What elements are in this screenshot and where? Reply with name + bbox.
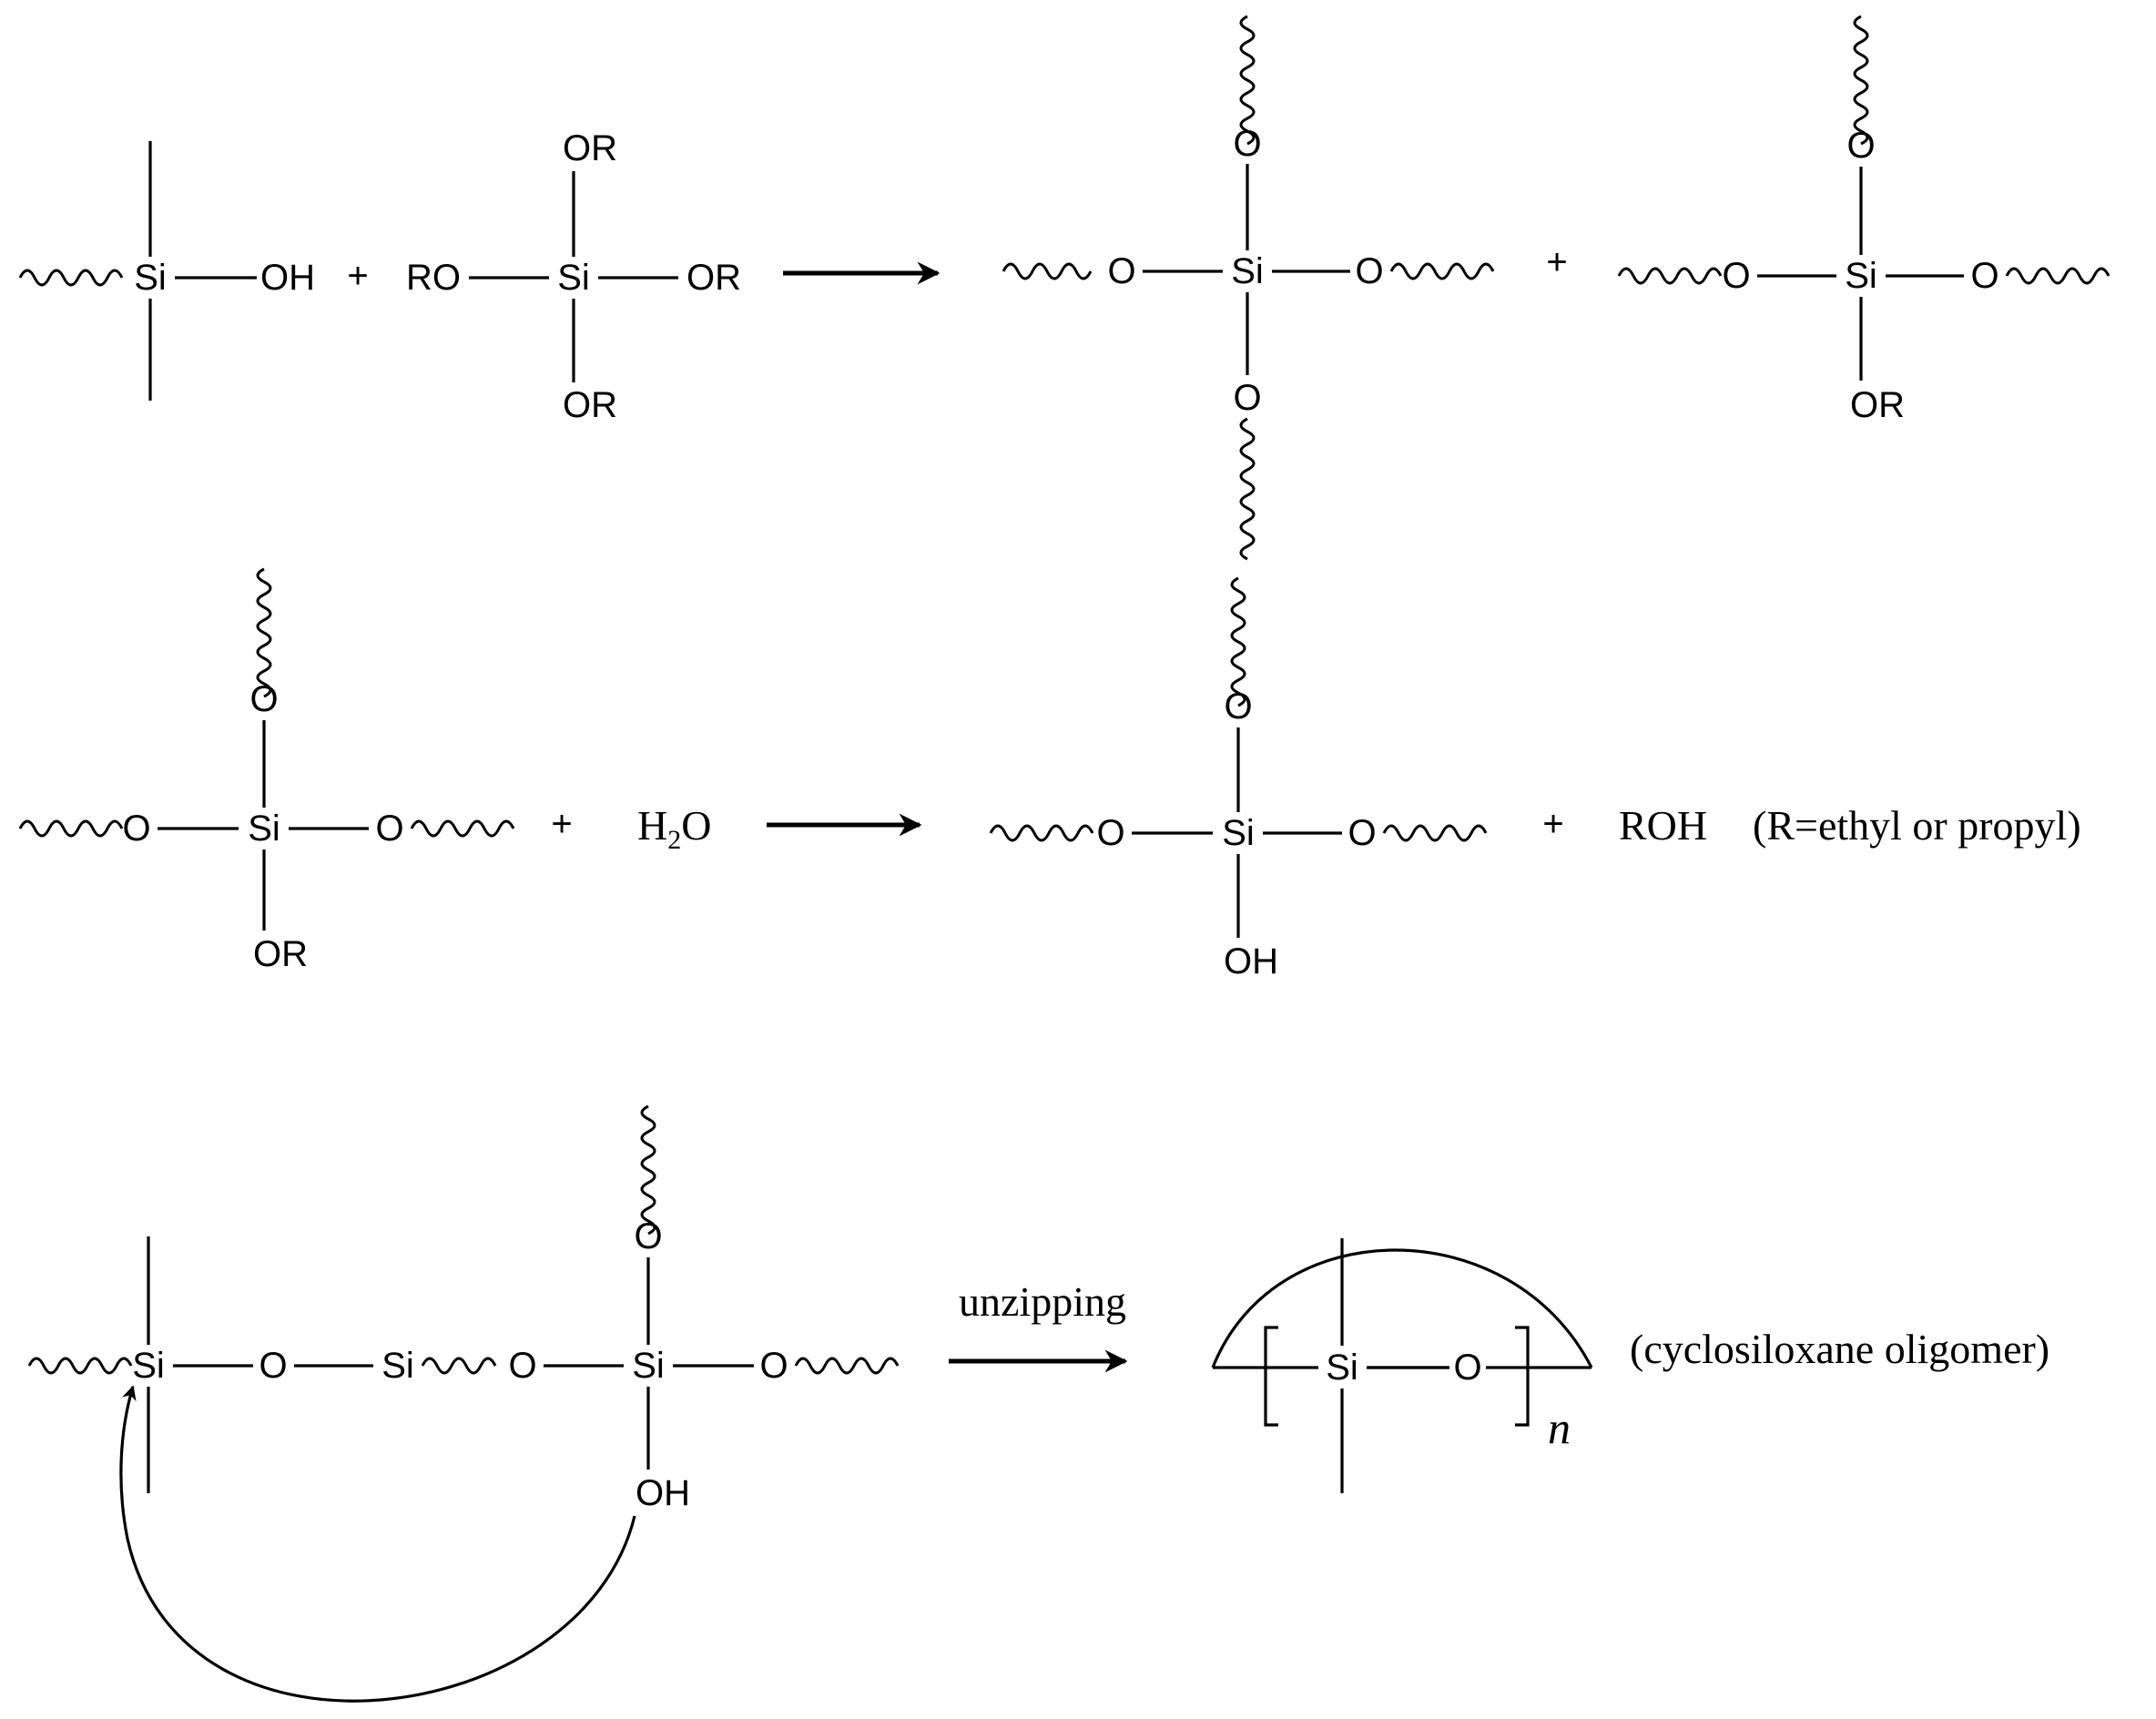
polymer-chain-wavy-bond [1382, 824, 1488, 842]
label-knockout [1449, 1346, 1486, 1388]
plus-sign: + [1546, 242, 1567, 282]
unzipping-label: unzipping [959, 1278, 1126, 1325]
oxygen-atom: O [759, 1346, 788, 1386]
alkoxysilane-reactant: O Si O O OR [18, 567, 515, 974]
right-bracket [1515, 1326, 1530, 1427]
alkoxy-group: OR [1850, 385, 1905, 425]
tetraalkoxysilane-reactant: RO Si OR OR OR [406, 128, 741, 425]
oxygen-atom: O [1224, 687, 1252, 727]
oxygen-atom: O [1348, 813, 1376, 853]
hydroxyl-group: OH [260, 258, 315, 298]
si-atom: Si [381, 1346, 414, 1386]
polymer-chain-wavy-bond [18, 269, 124, 287]
si-atom: Si [132, 1346, 165, 1386]
backbiting-attack-arrow [119, 1385, 636, 1703]
oxygen-atom: O [1453, 1348, 1481, 1388]
crosslinked-si-product: O Si O O O [1002, 15, 1495, 561]
si-atom: Si [632, 1346, 665, 1386]
silanol-reactant: Si OH [18, 141, 315, 401]
hydroxyl-group: OH [1224, 941, 1278, 982]
oxygen-atom: O [508, 1346, 536, 1386]
oxygen-atom: O [259, 1346, 287, 1386]
polysiloxane-chain: Si O Si O Si O O OH [27, 1104, 900, 1513]
polymer-chain-wavy-bond [1617, 267, 1723, 285]
si-atom: Si [557, 258, 590, 298]
si-atom: Si [1845, 256, 1877, 296]
alkoxy-group: OR [563, 128, 617, 168]
partial-crosslinked-si-product: O Si O O OR [1617, 15, 2110, 425]
oxygen-atom: O [1233, 124, 1261, 164]
polymer-chain-wavy-bond [1002, 262, 1093, 280]
oxygen-atom: O [634, 1216, 662, 1256]
polymer-chain-wavy-bond [1853, 15, 1869, 146]
oxygen-atom: O [1970, 256, 1998, 296]
silanol-product: O Si O O OH [989, 576, 1488, 982]
polymer-chain-wavy-bond [2005, 267, 2110, 285]
plus-sign: + [1542, 804, 1563, 844]
polymer-chain-wavy-bond [1239, 15, 1256, 146]
oxygen-atom: O [1846, 126, 1875, 166]
si-atom: Si [1231, 251, 1264, 291]
si-atom: Si [248, 809, 280, 849]
polymer-chain-wavy-bond [27, 1357, 133, 1375]
polymer-chain-wavy-bond [1230, 576, 1246, 707]
ring-closure-arc [1211, 1248, 1593, 1368]
r-group-note: (R=ethyl or propyl) [1753, 802, 2081, 849]
reaction-3-unzipping: Si O Si O Si O O OH unzipping [27, 1104, 2049, 1703]
alkoxy-group: OR [253, 934, 308, 974]
cyclosiloxane-label: (cyclosiloxane oligomer) [1630, 1326, 2049, 1372]
si-atom: Si [134, 258, 167, 298]
oxygen-atom: O [1096, 813, 1124, 853]
hydroxyl-group: OH [636, 1473, 690, 1513]
alkoxy-group: OR [686, 258, 741, 298]
polymer-chain-wavy-bond [989, 824, 1094, 842]
cyclosiloxane-ring: Si O n [1211, 1238, 1593, 1493]
polymer-chain-wavy-bond [421, 1357, 497, 1375]
polymer-chain-wavy-bond [18, 819, 124, 838]
polymer-chain-wavy-bond [410, 819, 515, 838]
reaction-2-hydrolysis: O Si O O OR + H2O O Si O O O [18, 567, 2081, 982]
repeat-unit-subscript: n [1548, 1402, 1571, 1453]
alcohol-byproduct: ROH [1619, 802, 1707, 849]
oxygen-atom: O [1107, 251, 1135, 291]
left-bracket [1264, 1326, 1278, 1427]
plus-sign: + [551, 804, 572, 844]
polymer-chain-wavy-bond [794, 1357, 900, 1375]
polymer-chain-wavy-bond [640, 1104, 656, 1236]
water-molecule: H2O [637, 802, 711, 855]
plus-sign: + [347, 256, 368, 296]
reaction-1: Si OH + RO Si OR OR OR O Si O [18, 15, 2110, 561]
polymer-chain-wavy-bond [1239, 417, 1256, 561]
label-knockout [1318, 1346, 1368, 1388]
oxygen-atom: O [122, 809, 150, 849]
si-atom: Si [1326, 1348, 1358, 1388]
oxygen-atom: O [249, 679, 278, 719]
alkoxy-group: OR [563, 385, 617, 425]
polymer-chain-wavy-bond [256, 567, 272, 698]
polymer-chain-wavy-bond [1389, 262, 1495, 280]
si-atom: Si [1222, 813, 1255, 853]
oxygen-atom: O [1233, 378, 1261, 418]
oxygen-atom: O [1355, 251, 1383, 291]
alkoxy-group: RO [406, 258, 461, 298]
oxygen-atom: O [375, 809, 403, 849]
oxygen-atom: O [1722, 256, 1750, 296]
